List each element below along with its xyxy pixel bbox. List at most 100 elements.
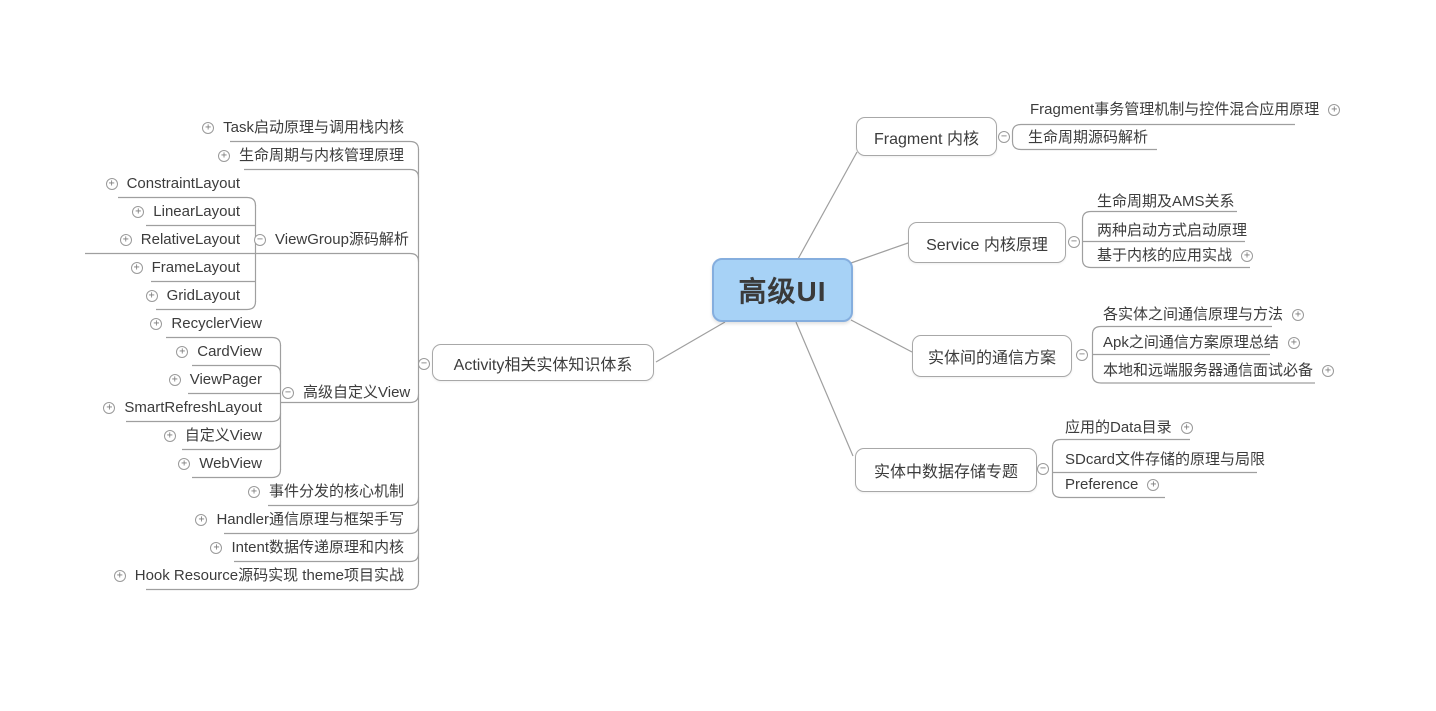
topic-cardview[interactable]: + CardView	[176, 342, 262, 362]
topic-label: Hook Resource源码实现 theme项目实战	[134, 567, 404, 584]
hub-fragment-label: Fragment 内核	[874, 130, 979, 148]
topic-viewgroup-source[interactable]: − ViewGroup源码解析	[254, 230, 409, 250]
topic-linearlayout[interactable]: + LinearLayout	[132, 202, 240, 222]
hub-fragment[interactable]: Fragment 内核	[856, 117, 997, 156]
topic-label: ViewPager	[189, 371, 262, 388]
topic-entity-communication[interactable]: 各实体之间通信原理与方法 +	[1103, 305, 1305, 325]
topic-label: RecyclerView	[171, 315, 262, 332]
collapse-icon-storage[interactable]: −	[1037, 463, 1049, 475]
topic-apk-communication[interactable]: Apk之间通信方案原理总结 +	[1103, 333, 1300, 353]
topic-label: 高级自定义View	[303, 384, 411, 401]
topic-framelayout[interactable]: + FrameLayout	[130, 258, 240, 278]
expand-icon[interactable]: +	[1180, 422, 1193, 434]
topic-webview[interactable]: + WebView	[178, 454, 262, 474]
topic-service-kernel-practice[interactable]: 基于内核的应用实战 +	[1097, 246, 1254, 266]
edge-center-storage	[795, 321, 854, 457]
topic-viewpager[interactable]: + ViewPager	[168, 370, 262, 390]
expand-icon[interactable]: +	[1287, 337, 1300, 349]
topic-event-dispatch[interactable]: + 事件分发的核心机制	[247, 482, 404, 502]
topic-label: SmartRefreshLayout	[124, 399, 262, 416]
topic-label: Apk之间通信方案原理总结	[1103, 334, 1279, 351]
topic-label: ViewGroup源码解析	[275, 231, 409, 248]
topic-label: WebView	[199, 455, 262, 472]
expand-icon[interactable]: +	[210, 542, 223, 554]
topic-label: 自定义View	[184, 427, 262, 444]
expand-icon[interactable]: +	[195, 514, 208, 526]
edge-center-fragment	[797, 151, 858, 260]
topic-label: SDcard文件存储的原理与局限	[1065, 451, 1266, 468]
expand-icon[interactable]: +	[150, 318, 163, 330]
topic-preference[interactable]: Preference +	[1065, 475, 1160, 495]
topic-gridlayout[interactable]: + GridLayout	[145, 286, 240, 306]
topic-label: Handler通信原理与框架手写	[216, 511, 404, 528]
topic-label: 应用的Data目录	[1065, 419, 1172, 436]
topic-label: Fragment事务管理机制与控件混合应用原理	[1030, 101, 1320, 118]
expand-icon[interactable]: +	[176, 346, 189, 358]
topic-label: 各实体之间通信原理与方法	[1103, 306, 1284, 323]
topic-advanced-customview[interactable]: − 高级自定义View	[282, 383, 410, 403]
topic-service-start-modes[interactable]: 两种启动方式启动原理	[1097, 221, 1247, 241]
expand-icon[interactable]: +	[113, 570, 126, 582]
topic-fragment-transaction[interactable]: Fragment事务管理机制与控件混合应用原理 +	[1030, 100, 1341, 120]
collapse-icon-fragment[interactable]: −	[998, 131, 1010, 143]
hub-storage[interactable]: 实体中数据存储专题	[855, 448, 1037, 492]
topic-data-directory[interactable]: 应用的Data目录 +	[1065, 418, 1193, 438]
topic-handler[interactable]: + Handler通信原理与框架手写	[195, 510, 404, 530]
topic-label: 生命周期及AMS关系	[1097, 193, 1235, 210]
topic-fragment-lifecycle[interactable]: 生命周期源码解析	[1028, 128, 1148, 148]
expand-icon[interactable]: +	[130, 262, 143, 274]
topic-label: ConstraintLayout	[126, 175, 240, 192]
hub-activity[interactable]: Activity相关实体知识体系	[432, 344, 654, 381]
collapse-icon-service[interactable]: −	[1068, 236, 1080, 248]
collapse-icon[interactable]: −	[254, 234, 266, 246]
topic-label: 基于内核的应用实战	[1097, 247, 1233, 264]
expand-icon[interactable]: +	[217, 150, 230, 162]
expand-icon[interactable]: +	[1328, 104, 1341, 116]
central-topic[interactable]: 高级UI	[712, 258, 853, 322]
expand-icon[interactable]: +	[178, 458, 191, 470]
expand-icon[interactable]: +	[163, 430, 176, 442]
topic-intent[interactable]: + Intent数据传递原理和内核	[210, 538, 404, 558]
hub-service-label: Service 内核原理	[926, 236, 1048, 254]
expand-icon[interactable]: +	[105, 178, 118, 190]
topic-constraintlayout[interactable]: + ConstraintLayout	[105, 174, 240, 194]
expand-icon[interactable]: +	[1147, 479, 1160, 491]
topic-label: RelativeLayout	[140, 231, 240, 248]
topic-label: 本地和远端服务器通信面试必备	[1103, 362, 1314, 379]
expand-icon[interactable]: +	[1292, 309, 1305, 321]
topic-remote-server-communication[interactable]: 本地和远端服务器通信面试必备 +	[1103, 361, 1335, 381]
hub-communication[interactable]: 实体间的通信方案	[912, 335, 1072, 377]
topic-smartrefreshlayout[interactable]: + SmartRefreshLayout	[103, 398, 262, 418]
topic-relativelayout[interactable]: + RelativeLayout	[119, 230, 240, 250]
topic-label: CardView	[197, 343, 262, 360]
topic-lifecycle-kernel[interactable]: + 生命周期与内核管理原理	[217, 146, 404, 166]
topic-hook-resource[interactable]: + Hook Resource源码实现 theme项目实战	[113, 566, 404, 586]
expand-icon[interactable]: +	[145, 290, 158, 302]
edge-center-communication	[850, 319, 913, 353]
topic-sdcard-storage[interactable]: SDcard文件存储的原理与局限	[1065, 450, 1265, 470]
topic-label: 生命周期与内核管理原理	[238, 147, 404, 164]
topic-label: FrameLayout	[151, 259, 240, 276]
expand-icon[interactable]: +	[202, 122, 215, 134]
topic-recyclerview[interactable]: + RecyclerView	[150, 314, 262, 334]
expand-icon[interactable]: +	[1322, 365, 1335, 377]
expand-icon[interactable]: +	[247, 486, 260, 498]
expand-icon[interactable]: +	[132, 206, 145, 218]
collapse-icon[interactable]: −	[282, 387, 294, 399]
expand-icon[interactable]: +	[119, 234, 132, 246]
collapse-icon-activity[interactable]: −	[418, 358, 430, 370]
expand-icon[interactable]: +	[103, 402, 116, 414]
hub-service[interactable]: Service 内核原理	[908, 222, 1066, 263]
topic-task-launch[interactable]: + Task启动原理与调用栈内核	[202, 118, 404, 138]
topic-label: GridLayout	[166, 287, 240, 304]
hub-activity-label: Activity相关实体知识体系	[453, 356, 633, 374]
topic-customview[interactable]: + 自定义View	[163, 426, 262, 446]
topic-label: 两种启动方式启动原理	[1097, 222, 1248, 239]
collapse-icon-communication[interactable]: −	[1076, 349, 1088, 361]
topic-service-lifecycle-ams[interactable]: 生命周期及AMS关系	[1097, 192, 1235, 212]
expand-icon[interactable]: +	[1241, 250, 1254, 262]
expand-icon[interactable]: +	[168, 374, 181, 386]
hub-communication-label: 实体间的通信方案	[927, 350, 1056, 367]
